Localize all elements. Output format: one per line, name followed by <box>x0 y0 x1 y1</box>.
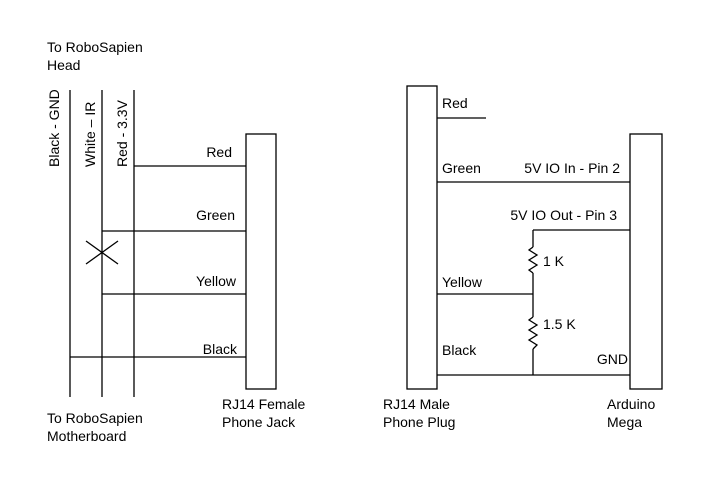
motherboard-caption-line2: Motherboard <box>47 428 126 444</box>
rj14-male-plug <box>406 85 438 390</box>
resistor-1-5k <box>527 316 539 350</box>
pin-label-io-out: 5V IO Out - Pin 3 <box>510 207 617 223</box>
head-caption-line2: Head <box>47 57 80 73</box>
jack-label-green: Green <box>196 207 235 223</box>
arduino-caption-line1: Arduino <box>607 396 655 412</box>
motherboard-caption-line1: To RoboSapien <box>47 410 143 426</box>
plug-caption-line2: Phone Plug <box>383 414 455 430</box>
wire-label-red-3v3: Red - 3.3V <box>114 99 130 167</box>
jack-label-black: Black <box>203 341 238 357</box>
jack-caption-line1: RJ14 Female <box>222 396 305 412</box>
jack-label-red: Red <box>206 144 232 160</box>
plug-label-green: Green <box>442 160 481 176</box>
plug-caption-line1: RJ14 Male <box>383 396 450 412</box>
wire-label-black-gnd: Black - GND <box>46 89 62 167</box>
jack-label-yellow: Yellow <box>196 273 237 289</box>
rj14-female-jack <box>245 133 277 390</box>
plug-label-black: Black <box>442 342 477 358</box>
pin-label-gnd: GND <box>597 351 628 367</box>
resistor-1k-label: 1 K <box>543 253 565 269</box>
resistor-1-5k-label: 1.5 K <box>543 316 576 332</box>
wire-cross-b <box>85 240 119 265</box>
pin-label-io-in: 5V IO In - Pin 2 <box>524 160 620 176</box>
plug-label-yellow: Yellow <box>442 274 483 290</box>
arduino-mega-body <box>629 133 663 390</box>
jack-caption-line2: Phone Jack <box>222 414 296 430</box>
plug-label-red: Red <box>442 95 468 111</box>
wire-label-white-ir: White – IR <box>82 102 98 167</box>
arduino-caption-line2: Mega <box>607 414 642 430</box>
resistor-1k <box>527 246 539 274</box>
head-caption-line1: To RoboSapien <box>47 39 143 55</box>
